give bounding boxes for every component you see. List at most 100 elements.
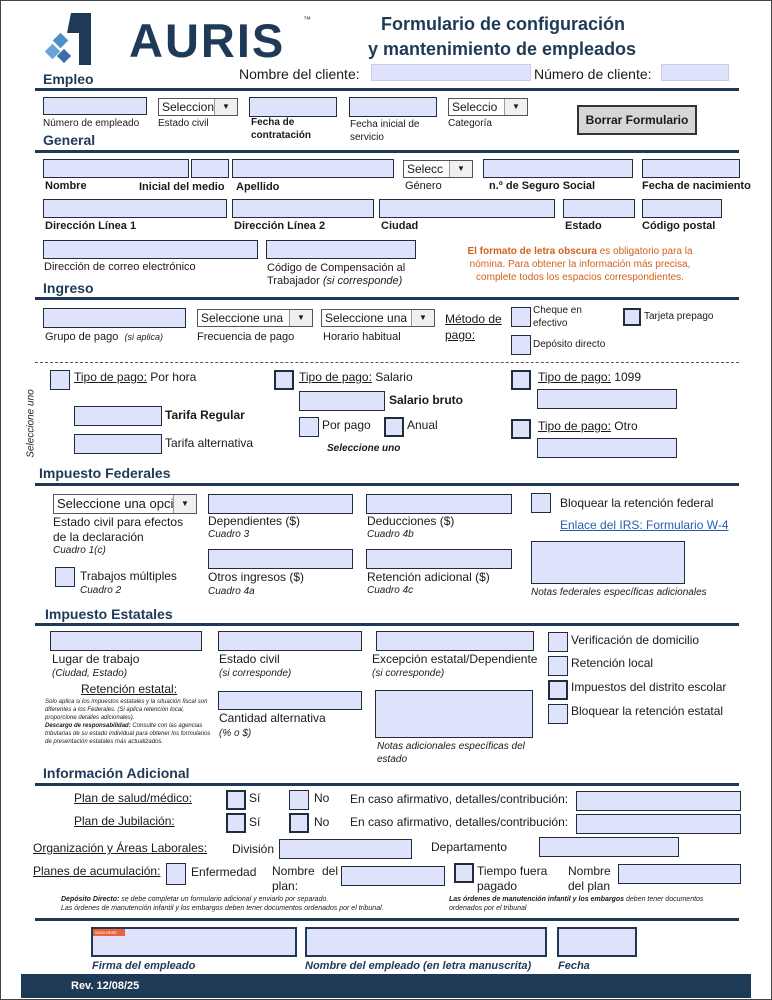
city-field[interactable]: [379, 199, 555, 218]
clear-form-button[interactable]: Borrar Formulario: [577, 105, 697, 135]
state-notes-field[interactable]: [375, 690, 533, 738]
comp-code-field[interactable]: [266, 240, 416, 259]
block-federal-checkbox[interactable]: [531, 493, 551, 513]
dark-format-notice: El formato de letra obscura es obligator…: [449, 245, 711, 284]
per-pay-checkbox[interactable]: [299, 417, 319, 437]
section-federal: Impuesto Federales: [39, 465, 171, 481]
direct-deposit-checkbox[interactable]: [511, 335, 531, 355]
chevron-down-icon: ▼: [214, 99, 237, 115]
other-pay-field[interactable]: [537, 438, 677, 458]
date-field[interactable]: [557, 927, 637, 957]
date-label: Fecha: [558, 960, 590, 972]
middle-initial-field[interactable]: [191, 159, 229, 178]
sick-plan-name-field[interactable]: [341, 866, 445, 886]
extra-withholding-field[interactable]: [366, 549, 512, 569]
other-pay-checkbox[interactable]: [511, 419, 531, 439]
irs-w4-link[interactable]: Enlace del IRS: Formulario W-4: [560, 518, 729, 532]
school-tax-checkbox[interactable]: [548, 680, 568, 700]
deductions-label: Deducciones ($): [367, 514, 455, 528]
health-no-checkbox[interactable]: [289, 790, 309, 810]
form-title-line1: Formulario de configuración: [381, 14, 626, 34]
retire-no-checkbox[interactable]: [289, 813, 309, 833]
per-pay-label: Por pago: [322, 418, 371, 432]
retire-yes-checkbox[interactable]: [226, 813, 246, 833]
exemption-label: Excepción estatal/Dependiente: [372, 652, 538, 666]
pto-checkbox[interactable]: [454, 863, 474, 883]
pay-group-label-text: Grupo de pago: [45, 331, 119, 343]
category-select-value: Seleccio: [452, 100, 498, 114]
other-income-field[interactable]: [208, 549, 353, 569]
workplace-field[interactable]: [50, 631, 202, 651]
check-cash-checkbox[interactable]: [511, 307, 531, 327]
retire-details-field[interactable]: [576, 814, 741, 834]
deductions-field[interactable]: [366, 494, 512, 514]
address1-field[interactable]: [43, 199, 227, 218]
category-select[interactable]: Seleccio▼: [448, 98, 528, 116]
salary-checkbox[interactable]: [274, 370, 294, 390]
service-date-field[interactable]: [349, 97, 437, 117]
alt-amount-field[interactable]: [218, 691, 362, 710]
employee-signature-field[interactable]: [91, 927, 297, 957]
regular-rate-field[interactable]: [74, 406, 162, 426]
federal-notes-field[interactable]: [531, 541, 685, 584]
1099-checkbox[interactable]: [511, 370, 531, 390]
address2-field[interactable]: [232, 199, 374, 218]
email-field[interactable]: [43, 240, 258, 259]
civil-status-label: Estado civil: [158, 118, 209, 129]
1099-field[interactable]: [537, 389, 677, 409]
client-number-field[interactable]: [661, 64, 729, 81]
email-label: Dirección de correo electrónico: [44, 261, 196, 273]
health-yes-checkbox[interactable]: [226, 790, 246, 810]
ssn-field[interactable]: [483, 159, 633, 178]
dob-field[interactable]: [642, 159, 740, 178]
section-general: General: [43, 132, 96, 148]
zip-field[interactable]: [642, 199, 722, 218]
dependents-field[interactable]: [208, 494, 353, 514]
address2-label: Dirección Línea 2: [234, 220, 326, 232]
pay-frequency-select[interactable]: Seleccione una▼: [197, 309, 313, 327]
local-withholding-checkbox[interactable]: [548, 656, 568, 676]
multiple-jobs-checkbox[interactable]: [55, 567, 75, 587]
block-state-checkbox[interactable]: [548, 704, 568, 724]
state-disclaimer-bold: Descargo de responsabilidad:: [45, 723, 131, 729]
alt-rate-field[interactable]: [74, 434, 162, 454]
first-name-field[interactable]: [43, 159, 189, 178]
choose-one-vertical: Seleccione uno: [25, 389, 37, 458]
workplace-label: Lugar de trabajo: [52, 652, 140, 666]
health-yes-label: Sí: [249, 791, 261, 805]
dependents-label: Dependientes ($): [208, 514, 301, 528]
regular-hours-select[interactable]: Seleccione una▼: [321, 309, 435, 327]
pto-plan-name-field[interactable]: [618, 864, 741, 884]
state-civil-label: Estado civil: [219, 652, 280, 666]
divider-state: [35, 623, 739, 626]
department-field[interactable]: [539, 837, 679, 857]
client-name-field[interactable]: [371, 64, 531, 81]
prepaid-card-checkbox[interactable]: [623, 308, 641, 326]
check-cash-label: Cheque en efectivo: [533, 305, 582, 329]
last-name-field[interactable]: [232, 159, 394, 178]
annual-checkbox[interactable]: [384, 417, 404, 437]
hourly-checkbox[interactable]: [50, 370, 70, 390]
annual-label: Anual: [407, 418, 438, 432]
other-prefix: Tipo de pago:: [538, 419, 611, 433]
other-income-box: Cuadro 4a: [208, 586, 255, 597]
pay-group-field[interactable]: [43, 308, 186, 328]
section-empleo: Empleo: [43, 71, 94, 87]
gross-salary-field[interactable]: [299, 391, 385, 411]
state-civil-field[interactable]: [218, 631, 362, 651]
hire-date-field[interactable]: [249, 97, 337, 117]
state-notes-label: Notas adicionales específicas del estado: [377, 741, 525, 765]
civil-status-select[interactable]: Seleccion▼: [158, 98, 238, 116]
health-details-field[interactable]: [576, 791, 741, 811]
employee-name-field[interactable]: [305, 927, 547, 957]
state-field[interactable]: [563, 199, 635, 218]
filing-status-select[interactable]: Seleccione una opci▼: [53, 494, 197, 514]
employee-number-field[interactable]: [43, 97, 147, 115]
address-verify-checkbox[interactable]: [548, 632, 568, 652]
client-number-label: Número de cliente:: [534, 66, 652, 82]
hourly-prefix: Tipo de pago:: [74, 370, 147, 384]
division-field[interactable]: [279, 839, 412, 859]
gender-select[interactable]: Selecc▼: [403, 160, 473, 178]
exemption-field[interactable]: [376, 631, 534, 651]
sick-checkbox[interactable]: [166, 863, 186, 885]
